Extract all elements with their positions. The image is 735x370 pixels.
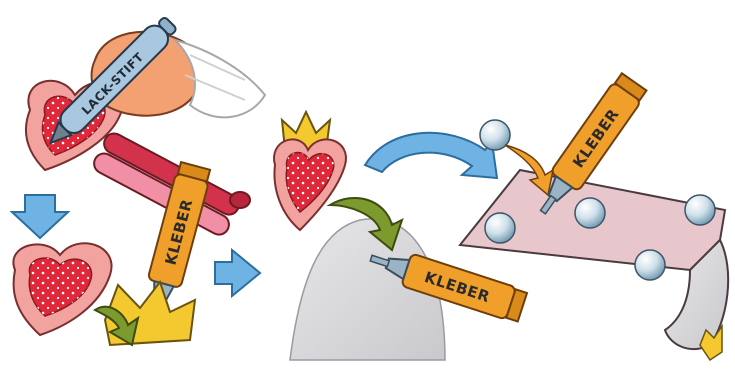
pearl-1 bbox=[485, 213, 515, 243]
pearl-3 bbox=[685, 195, 715, 225]
arrow-down-icon bbox=[12, 195, 68, 238]
curved-arrow-icon bbox=[365, 133, 497, 178]
pearl-4 bbox=[635, 250, 665, 280]
step-1-draw-heart: LACK-STIFT bbox=[26, 14, 265, 239]
arrow-right-icon bbox=[215, 250, 260, 296]
pearl-2 bbox=[575, 198, 605, 228]
step-2-glue-heart-crown: KLEBER bbox=[13, 162, 212, 345]
